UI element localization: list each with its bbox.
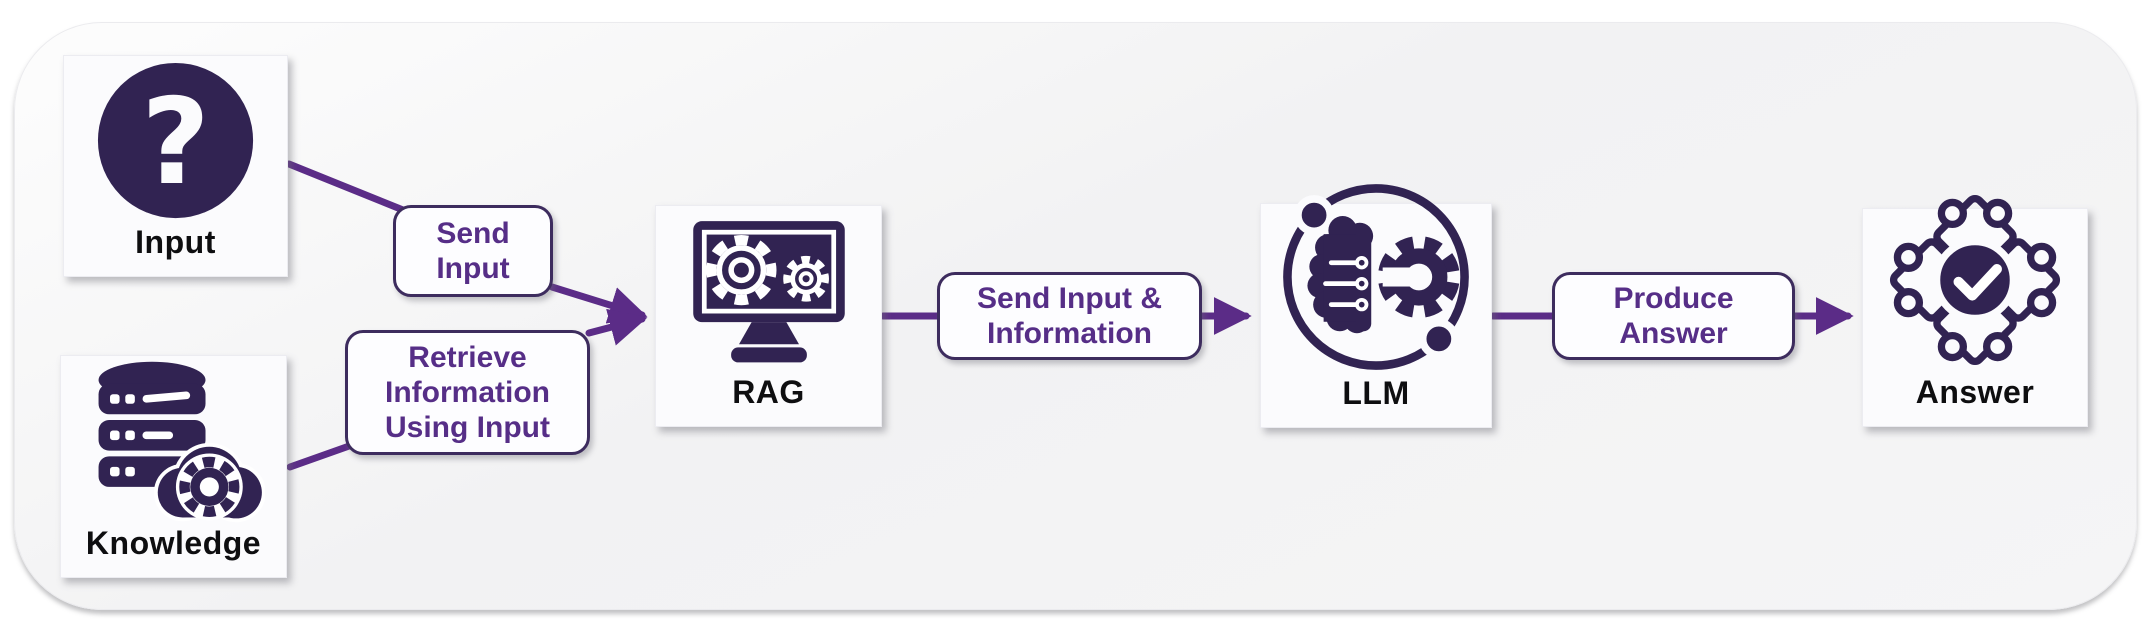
node-llm: LLM [1260,184,1492,428]
node-label-knowledge: Knowledge [85,525,262,561]
arrow-input-to-send-input [285,160,412,216]
tag-line: Information [385,375,550,409]
node-rag: RAG [655,205,882,427]
brain-gear-orbit-icon [1261,177,1491,377]
monitor-gears-icon [656,206,881,376]
tag-retrieve-information: Retrieve Information Using Input [345,330,590,455]
tag-line: Answer [1619,317,1728,350]
arrow-knowledge-to-retrieve [286,441,356,471]
node-label-input: Input [135,224,216,260]
node-label-answer: Answer [1915,374,2035,410]
svg-text:?: ? [141,73,210,211]
tag-line: Retrieve [408,340,527,374]
tag-line: Produce [1613,281,1734,315]
tag-send-input: Send Input [393,205,553,297]
node-label-llm: LLM [1342,375,1410,411]
puzzle-check-icon [1863,184,2087,376]
tag-line: Using Input [385,411,550,445]
tag-produce-answer: Produce Answer [1552,272,1795,360]
tag-line: Input [436,252,510,285]
arrow-send-input-to-rag [548,283,648,324]
node-input: ? Input [63,55,288,277]
node-label-rag: RAG [732,374,805,410]
node-knowledge: Knowledge [60,355,287,578]
arrow-retrieve-to-rag [585,308,648,346]
question-mark-icon: ? [64,56,287,226]
tag-line: Send Input & [977,281,1162,315]
tag-line: Send [436,216,510,250]
tag-line: Information [987,317,1152,350]
database-gear-icon [61,356,286,527]
tag-send-input-information: Send Input & Information [937,272,1202,360]
node-answer: Answer [1862,194,2088,427]
